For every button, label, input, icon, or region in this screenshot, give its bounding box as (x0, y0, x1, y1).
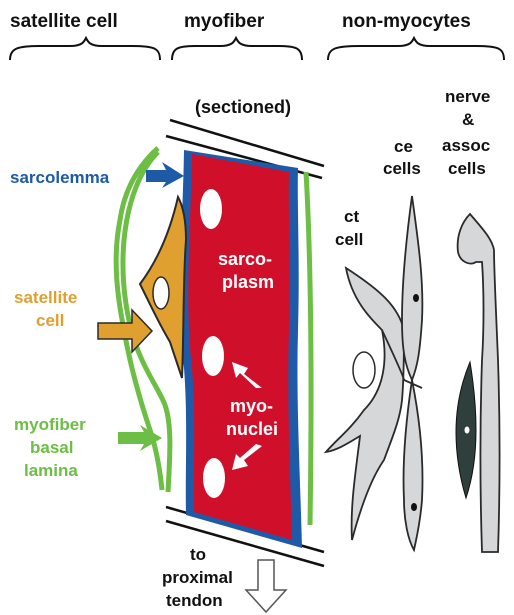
satellite-cell-nucleus (153, 277, 169, 309)
ce-cell-nucleus-lower (411, 503, 417, 511)
nerve-label-1: nerve (445, 87, 490, 106)
sectioned-label: (sectioned) (195, 97, 291, 117)
myonuclei-label-2: nuclei (226, 419, 278, 439)
myofiber-basal-lamina-right (306, 172, 311, 525)
header-satellite-cell: satellite cell (10, 11, 118, 32)
header-non-myocytes: non-myocytes (342, 11, 471, 32)
brace-satellite-cell (10, 38, 160, 60)
ce-cells-label-1: ce (394, 137, 413, 156)
myonucleus-middle (202, 336, 224, 376)
satellite-cell-label-2: cell (36, 311, 64, 330)
ce-cell-nucleus-upper (413, 294, 419, 302)
myonuclei-label-1: myo- (230, 396, 273, 416)
ct-cell-label-2: cell (335, 230, 363, 249)
sarcolemma-label: sarcolemma (10, 168, 110, 187)
tendon-label-1: to (190, 545, 206, 564)
nerve-label-3: assoc (442, 136, 490, 155)
ct-cell-nucleus (353, 352, 375, 388)
brace-myofiber (172, 38, 302, 60)
nerve-label-4: cells (448, 159, 486, 178)
basal-lamina-label-2: basal (30, 438, 73, 457)
myonucleus-bottom (203, 458, 225, 498)
tendon-arrow (246, 560, 286, 612)
header-myofiber: myofiber (184, 11, 265, 32)
tendon-label-3: tendon (166, 591, 223, 610)
ce-cell-lower (403, 380, 422, 550)
sarcoplasm-label-1: sarco- (218, 249, 272, 269)
nerve-label-2: & (462, 110, 474, 129)
ce-cells-label-2: cells (383, 159, 421, 178)
sarcolemma-arrow (146, 162, 184, 188)
satellite-cell-label-1: satellite (14, 288, 77, 307)
ce-cell-upper (402, 196, 422, 380)
tendon-label-2: proximal (162, 568, 233, 587)
schwann-cell-nucleus (465, 427, 470, 434)
sarcoplasm-label-2: plasm (222, 272, 274, 292)
myonucleus-top (200, 189, 222, 229)
brace-non-myocytes (328, 38, 504, 60)
ct-cell-label-1: ct (344, 207, 359, 226)
basal-lamina-label-1: myofiber (14, 415, 86, 434)
ct-cell-body (326, 268, 404, 540)
basal-lamina-label-3: lamina (24, 461, 78, 480)
